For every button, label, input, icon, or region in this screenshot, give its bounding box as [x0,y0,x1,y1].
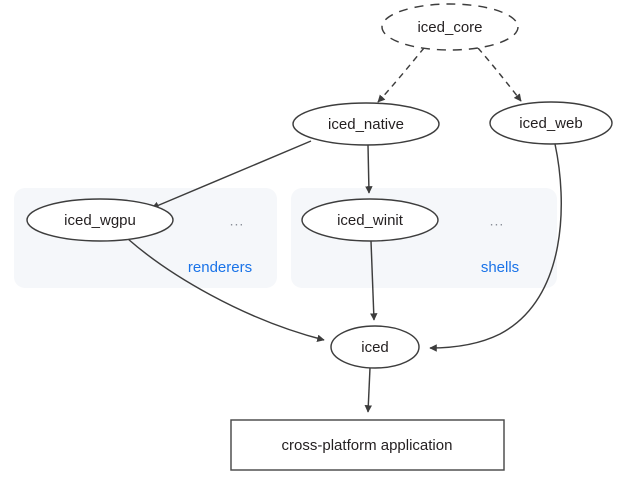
node-iced[interactable]: iced [330,325,420,369]
node-iced-core-label: iced_core [417,19,482,36]
node-cross-platform-application[interactable]: cross-platform application [230,419,505,471]
edge-iced-winit-to-iced [369,240,378,321]
shells-ellipsis-label: ... [490,213,505,229]
node-iced-shape [330,325,420,369]
node-iced-wgpu-shape [26,198,174,242]
node-iced-native-label: iced_native [328,116,404,133]
node-iced-web[interactable]: iced_web [489,101,613,145]
edge-iced-native-to-iced-winit [365,144,373,194]
node-iced-core[interactable]: iced_core [381,3,519,51]
node-iced-wgpu[interactable]: iced_wgpu [26,198,174,242]
node-iced-native[interactable]: iced_native [292,102,440,146]
cluster-renderers-label: renderers [188,259,252,276]
cluster-shells-label: shells [481,259,519,276]
node-iced-native-shape [292,102,440,146]
edge-iced-core-to-iced-web [477,47,522,102]
node-iced-label: iced [361,339,389,356]
node-iced-web-shape [489,101,613,145]
node-iced-core-shape [381,3,519,51]
node-iced-winit-label: iced_winit [337,212,404,229]
edge-iced-native-to-iced-wgpu [151,140,312,209]
edge-iced-to-cross-platform-application [364,367,373,413]
node-iced-winit-shape [301,198,439,242]
node-cross-platform-application-shape [230,419,505,471]
edge-iced-wgpu-to-iced [127,238,325,342]
node-iced-winit[interactable]: iced_winit [301,198,439,242]
edge-iced-web-to-iced [429,143,562,352]
node-iced-web-label: iced_web [519,115,582,132]
edge-iced-core-to-iced-native [377,47,425,103]
node-iced-wgpu-label: iced_wgpu [64,212,136,229]
node-cross-platform-application-label: cross-platform application [282,437,453,454]
renderers-ellipsis-label: ... [230,213,245,229]
